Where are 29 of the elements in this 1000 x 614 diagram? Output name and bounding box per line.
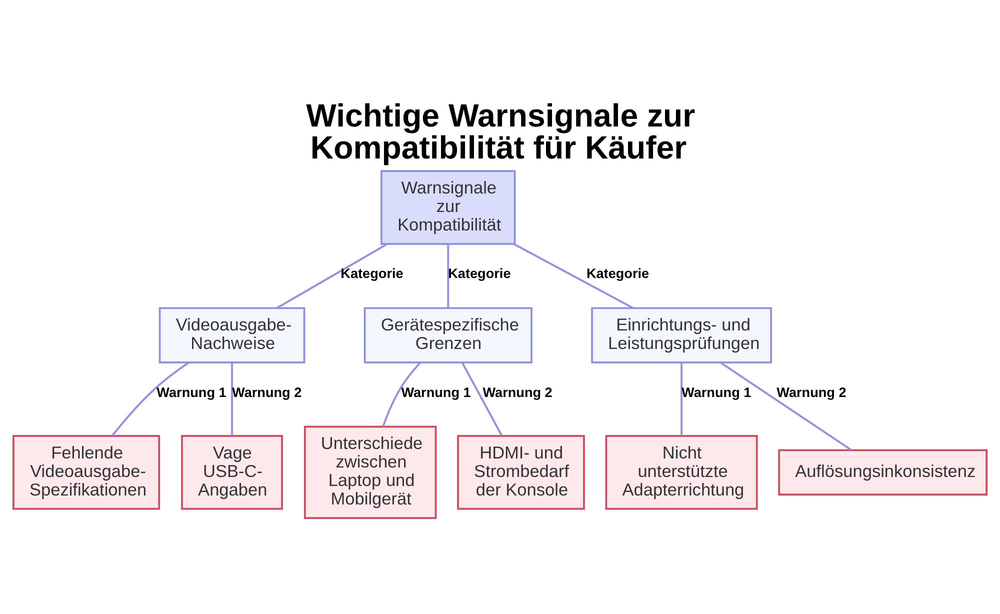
node-box: HDMI- und Strombedarf der Konsole (457, 434, 585, 510)
connector (112, 361, 190, 436)
connector (276, 242, 388, 308)
node-box: Auflösungsinkonsistenz (778, 448, 988, 496)
node-box: Unterschiede zwischen Laptop und Mobilgerät (304, 425, 437, 518)
node-box: Videoausgabe-Nachweise (158, 306, 306, 363)
edge-label: Kategorie (586, 266, 650, 281)
connector (447, 243, 450, 308)
node-box: Einrichtungs- und Leistungsprüfungen (591, 306, 772, 363)
connector (382, 362, 421, 426)
node-box: Vage USB-C-Angaben (181, 434, 283, 510)
edge-label: Kategorie (448, 266, 511, 281)
connector (461, 362, 503, 436)
edge-label: Warnung 1 (401, 384, 471, 400)
connector (231, 362, 233, 436)
connector (513, 242, 634, 308)
connector (720, 361, 852, 450)
node-box: Nicht unterstützte Adapterrichtung (605, 434, 758, 510)
edge-label: Warnung 2 (776, 384, 846, 400)
connector (680, 362, 683, 436)
node-box: Warnsignale zur Kompatibilität (380, 170, 516, 244)
node-box: Gerätespezifische Grenzen (364, 306, 532, 363)
diagram-title: Wichtige Warnsignale zur Kompatibilität für Käufer (306, 96, 696, 165)
node-box: Fehlende Videoausgabe-Spezifikationen (12, 434, 160, 510)
edge-label: Warnung 2 (482, 384, 552, 400)
edge-label: Warnung 2 (232, 384, 302, 400)
edge-label: Warnung 1 (682, 384, 752, 400)
edge-label: Kategorie (340, 266, 404, 281)
edge-label: Warnung 1 (156, 384, 226, 400)
